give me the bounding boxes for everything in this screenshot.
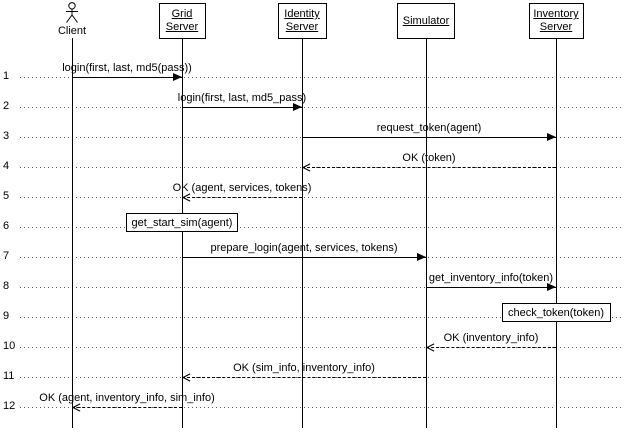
lifeline-identity-server [302,39,303,428]
row-guide-line [20,317,624,318]
row-number: 3 [3,130,10,142]
message-label: login(first, last, md5(pass)) [62,62,192,74]
row-guide-line [20,287,624,288]
row-number: 9 [3,310,10,322]
self-call-box: check_token(token) [501,303,611,322]
participant-label: Identity [284,8,320,20]
message-label: OK (sim_info, inventory_info) [233,362,375,374]
participant-label: Server [285,21,319,33]
row-number: 5 [3,190,10,202]
lifeline-inventory-server [556,39,557,428]
message-line [182,107,302,108]
row-number: 7 [3,250,10,262]
message-label: OK (inventory_info) [443,332,539,344]
participant-label: Client [57,25,87,37]
self-call-box: get_start_sim(agent) [126,213,238,232]
row-number: 12 [3,400,16,412]
row-number: 11 [3,370,15,382]
message-line [302,167,556,168]
row-number: 1 [3,70,10,82]
message-label: login(first, last, md5_pass) [177,92,307,104]
message-label: OK (token) [402,152,456,164]
row-number: 4 [3,160,10,172]
participant-label: Server [165,21,199,33]
message-label: get_inventory_info(token) [428,272,554,284]
filled-arrowhead-icon [173,73,182,81]
row-guide-line [20,227,624,228]
row-number: 10 [3,340,16,352]
row-number: 2 [3,100,10,112]
lifeline-client [72,38,73,428]
message-line [182,257,426,258]
participant-label: Grid [171,8,193,20]
message-line [182,377,426,378]
row-number: 6 [3,220,10,232]
filled-arrowhead-icon [547,283,556,291]
row-number: 8 [3,280,10,292]
lifeline-grid-server [182,39,183,428]
message-label: request_token(agent) [376,122,482,134]
participant-label: Simulator [402,14,450,27]
message-line [182,197,302,198]
participant-client [61,1,83,24]
message-label: OK (agent, inventory_info, sim_info) [39,392,215,404]
message-line [302,137,556,138]
filled-arrowhead-icon [293,103,302,111]
message-line [72,77,182,78]
message-line [426,347,556,348]
filled-arrowhead-icon [417,253,426,261]
lifeline-simulator [426,39,427,428]
participant-label: Inventory [533,8,579,20]
row-guide-line [20,107,624,108]
filled-arrowhead-icon [547,133,556,141]
row-guide-line [20,197,624,198]
row-guide-line [20,407,624,408]
participant-simulator: Simulator [397,3,455,39]
message-line [72,407,182,408]
actor-icon [66,2,78,23]
row-guide-line [20,77,624,78]
participant-label: Server [539,21,573,33]
message-label: OK (agent, services, tokens) [172,182,312,194]
row-guide-line [20,347,624,348]
message-line [426,287,556,288]
message-label: prepare_login(agent, services, tokens) [210,242,398,254]
